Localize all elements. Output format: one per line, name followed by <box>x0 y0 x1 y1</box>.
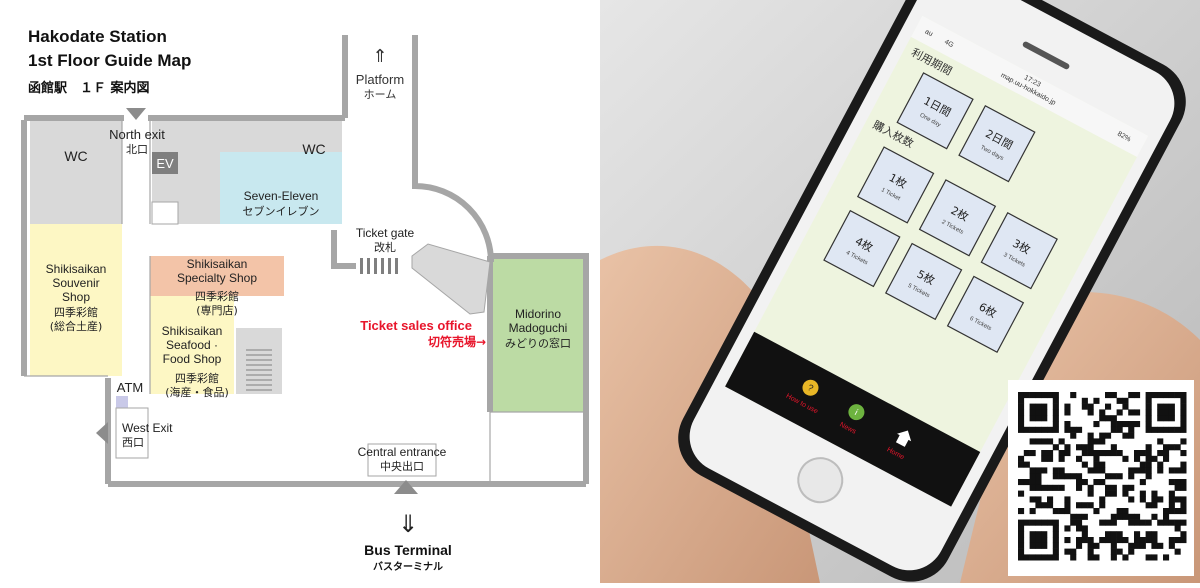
platform-label: Platform <box>356 72 404 87</box>
seafood-label-3: Food Shop <box>163 352 222 366</box>
north-exit-label-ja: 北口 <box>126 143 148 156</box>
midori-madoguchi-office <box>490 258 586 412</box>
ticket-sales-office-label: Ticket sales office <box>360 318 472 333</box>
elevator-block <box>152 152 178 174</box>
seafood-label-ja1: 四季彩館 <box>175 371 219 385</box>
inner-thin-walls <box>24 120 586 484</box>
specialty-shop <box>150 256 284 296</box>
west-exit-label-ja: 西口 <box>122 436 144 449</box>
ticket-gate-label-ja: 改札 <box>374 240 396 254</box>
central-entrance-arrow <box>394 480 418 494</box>
ticket-gate-label: Ticket gate <box>356 226 415 240</box>
info-icon[interactable] <box>846 401 868 423</box>
ticket-sales-counter <box>411 243 491 315</box>
atm-machine <box>116 396 128 408</box>
ticket-qty-button-2[interactable]: 2枚2 Tickets <box>918 179 997 257</box>
west-exit-label: West Exit <box>122 421 173 435</box>
seafood-label-1: Shikisaikan <box>162 324 223 338</box>
home-icon[interactable] <box>893 427 915 449</box>
north-exit-label: North exit <box>109 127 165 142</box>
qr-code-icon <box>1018 392 1187 561</box>
phone-photo: au 4G 17:23 map.uu-hokkaido.jp 82% ? i H… <box>600 0 1200 583</box>
small-room <box>151 201 179 225</box>
ticket-qty-button-3[interactable]: 3枚3 Tickets <box>980 212 1058 290</box>
ticket-qty-button-6[interactable]: 6枚6 Tickets <box>946 275 1025 353</box>
wc-left-room <box>30 120 122 182</box>
map-title-line1: Hakodate Station <box>28 27 167 46</box>
map-title-ja: 函館駅 １Ｆ 案内図 <box>28 80 150 96</box>
gray-block-left <box>30 182 122 224</box>
seafood-label-ja2: (海産・食品) <box>165 385 229 399</box>
specialty-label-ja1: 四季彩館 <box>195 289 239 303</box>
svg-text:i: i <box>853 407 859 417</box>
ticket-qty-button-4[interactable]: 4枚4 Tickets <box>823 209 901 288</box>
gray-block-top <box>220 120 286 152</box>
wc-left-label: WC <box>64 148 87 164</box>
floor-map-svg: Hakodate Station 1st Floor Guide Map 函館駅… <box>21 27 589 573</box>
bus-terminal-arrow-icon: ⇓ <box>398 511 418 538</box>
souvenir-label-1: Shikisaikan <box>46 262 107 276</box>
midori-label-2: Madoguchi <box>509 321 568 335</box>
status-carrier: au <box>924 28 934 38</box>
central-entrance-label: Central entrance <box>358 445 447 459</box>
seven-eleven-store <box>220 152 342 224</box>
seafood-shop <box>150 296 234 394</box>
ticket-gate <box>360 258 398 274</box>
souvenir-label-2: Souvenir <box>52 276 99 290</box>
souvenir-label-3: Shop <box>62 290 90 304</box>
status-network: 4G <box>943 39 955 50</box>
map-title-line2: 1st Floor Guide Map <box>28 51 191 70</box>
bus-terminal-label: Bus Terminal <box>364 542 452 558</box>
west-exit-arrow <box>96 422 108 444</box>
bus-terminal-label-ja: バスターミナル <box>373 561 443 573</box>
wc-right-label: WC <box>302 141 325 157</box>
midori-label-1: Midorino <box>515 307 561 321</box>
ticket-sales-office-label-ja: 切符売場→ <box>428 334 486 349</box>
seafood-label-2: Seafood · <box>166 338 218 352</box>
midori-label-ja: みどりの窓口 <box>505 336 571 350</box>
status-bar <box>910 15 1149 158</box>
souvenir-label-ja1: 四季彩館 <box>54 305 98 319</box>
ev-label: EV <box>156 156 174 171</box>
souvenir-label-ja2: (総合土産) <box>50 319 103 333</box>
platform-label-ja: ホーム <box>364 88 397 101</box>
smartphone: au 4G 17:23 map.uu-hokkaido.jp 82% ? i H… <box>678 0 1186 582</box>
two-days-button[interactable]: 2日間 Two days <box>958 105 1036 183</box>
central-entrance-box <box>367 443 437 477</box>
ticket-qty-button-1[interactable]: 1枚1 Ticket <box>856 146 935 224</box>
stairs-lines <box>246 349 272 391</box>
floor-guide-map: Hakodate Station 1st Floor Guide Map 函館駅… <box>0 0 600 583</box>
stairs-area <box>236 328 282 394</box>
specialty-label-ja2: (専門店) <box>196 303 238 317</box>
souvenir-shop <box>30 224 122 376</box>
earpiece-speaker <box>1022 41 1070 70</box>
one-day-button[interactable]: 1日間 One day <box>896 72 974 150</box>
svg-text:?: ? <box>806 382 815 393</box>
central-entrance-label-ja: 中央出口 <box>380 459 424 473</box>
phone-screen: au 4G 17:23 map.uu-hokkaido.jp 82% ? i H… <box>725 15 1149 507</box>
specialty-label-2: Specialty Shop <box>177 271 257 285</box>
west-exit-room <box>115 407 149 459</box>
question-icon[interactable] <box>800 377 822 399</box>
seven-eleven-label-ja: セブンイレブン <box>243 204 320 218</box>
ticket-qty-button-5[interactable]: 5枚5 Tickets <box>884 242 963 321</box>
home-button[interactable] <box>791 450 851 510</box>
platform-arrow-icon: ⇑ <box>372 46 387 66</box>
atm-label: ATM <box>117 380 143 395</box>
seven-eleven-label: Seven-Eleven <box>244 189 319 203</box>
north-exit-arrow <box>126 108 146 120</box>
phone-photo-svg: au 4G 17:23 map.uu-hokkaido.jp 82% ? i H… <box>600 0 1200 583</box>
specialty-label-1: Shikisaikan <box>187 257 248 271</box>
